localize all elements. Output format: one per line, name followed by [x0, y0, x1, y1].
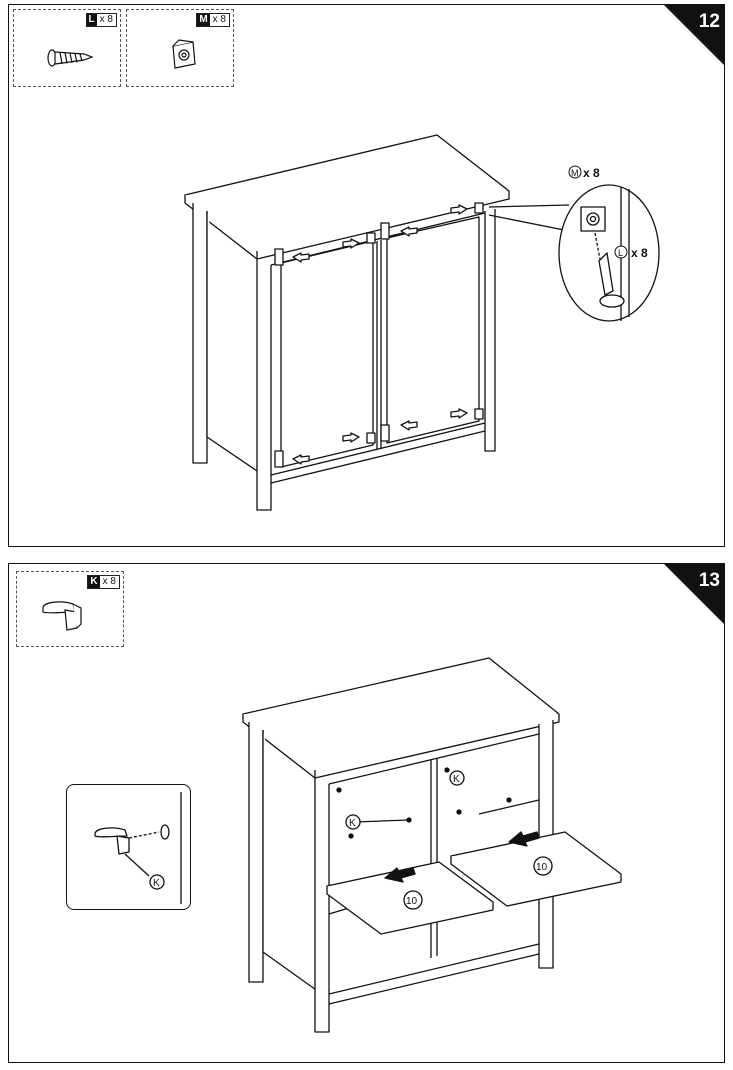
detail-l-qty: x 8: [631, 246, 648, 260]
detail-l-letter: L: [618, 248, 623, 258]
part-l-box: L x 8: [13, 9, 121, 87]
part-k-box: K x 8: [16, 571, 124, 647]
hinge-bracket-icon: [172, 39, 196, 69]
shelf-number-left: 10: [406, 896, 418, 907]
step-number: 13: [698, 570, 720, 591]
screw-icon: [47, 49, 94, 67]
step-13-panel: 13 K x 8: [8, 563, 725, 1063]
cabinet-k-letter-left: K: [349, 818, 356, 829]
part-l-tag: L x 8: [85, 13, 117, 27]
shelf-number-right: 10: [536, 862, 548, 873]
part-m-box: M x 8: [126, 9, 234, 87]
step-corner-badge: [663, 4, 725, 66]
cabinet-shelf-diagram: K K K 10 10: [94, 657, 622, 1033]
step-12-panel: 12 L x 8 M x 8: [8, 4, 725, 547]
shelf-pin-icon: [42, 601, 82, 631]
cabinet-hinge-diagram: M x 8 L x 8: [184, 134, 660, 511]
detail-m-qty: x 8: [583, 166, 600, 180]
step-number: 12: [698, 11, 720, 32]
part-k-tag: K x 8: [87, 575, 120, 589]
shelf-pin-detail-inset: [66, 784, 191, 910]
cabinet-k-letter-right: K: [453, 774, 460, 785]
detail-m-letter: M: [571, 168, 579, 178]
inset-k-letter: K: [153, 878, 160, 889]
step-corner-badge: [663, 563, 725, 625]
part-m-tag: M x 8: [196, 13, 230, 27]
